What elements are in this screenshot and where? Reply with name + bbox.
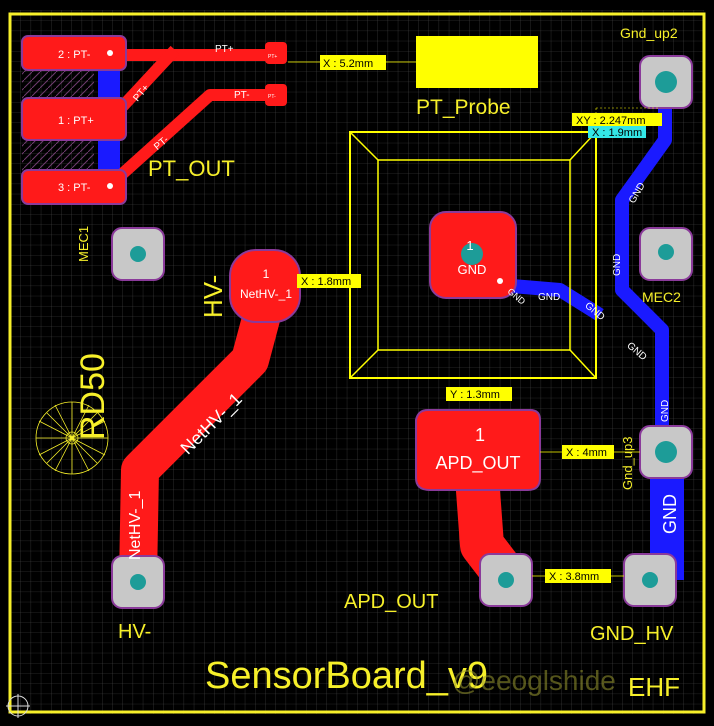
- dim-x-4: X : 4mm: [566, 447, 607, 459]
- trace-label-gnd-g: GND: [660, 400, 671, 422]
- dim-x-1-8: X : 1.8mm: [301, 276, 351, 288]
- trace-label-pt-minus-top: PT-: [234, 90, 250, 101]
- pad-pt3-hole: [107, 183, 113, 189]
- board-outline: [8, 12, 706, 714]
- pad-apd-net: APD_OUT: [435, 453, 520, 474]
- label-hv-minus-vertical: HV-: [198, 275, 228, 318]
- pt-plus-small-pad[interactable]: [265, 42, 287, 64]
- dim-x-1-8-bg: [297, 274, 361, 288]
- dim-x-1-9-bg: [588, 126, 646, 138]
- pad-pt2-label: 2 : PT-: [58, 49, 91, 61]
- pt-probe-footprint[interactable]: [416, 36, 538, 88]
- label-gnd-up2: Gnd_up2: [620, 25, 678, 41]
- pt-connector: 2 : PT- 1 : PT+ 3 : PT-: [21, 35, 127, 205]
- dim-xy-bg: [572, 113, 662, 126]
- trace-label-gnd-c: GND: [538, 292, 560, 303]
- trace-label-gnd-b: GND: [612, 254, 623, 276]
- trace-label-tiny-pt-plus: PT+: [268, 54, 277, 60]
- pad-nethv-net: NetHV-_1: [240, 287, 292, 301]
- dim-x-1-9: X : 1.9mm: [592, 127, 642, 139]
- dim-y-1-3-bg: [446, 387, 512, 401]
- pad-gnd-up3-hole: [655, 441, 677, 463]
- apd-body-outline: [349, 131, 597, 379]
- pad-pt1[interactable]: [21, 97, 127, 141]
- label-gnd-hv: GND_HV: [590, 623, 674, 645]
- dim-x-5-2-bg: [320, 55, 386, 70]
- pad-nethv-num: 1: [263, 267, 270, 281]
- pad-gnd-up2-hole: [655, 71, 677, 93]
- board-title: SensorBoard_v9: [205, 655, 488, 697]
- dim-x-3-8-bg: [545, 569, 611, 583]
- pad-nethv[interactable]: [229, 249, 301, 323]
- pad-pt3-label: 3 : PT-: [58, 182, 91, 194]
- silkscreen: PT_Probe PT_OUT Gnd_up2 MEC1 MEC2 HV- RD…: [74, 25, 681, 702]
- pad-apd-out[interactable]: [415, 409, 541, 491]
- pad-apd-num: 1: [475, 425, 485, 445]
- pad-mec2-hole: [658, 244, 674, 260]
- trace-label-gnd-big: GND: [660, 494, 680, 534]
- pad-gnd-center-dot: [497, 278, 503, 284]
- dimensions: X : 5.2mm XY : 2.247mm X : 1.9mm X : 1.8…: [288, 55, 662, 583]
- pt-minus-trace[interactable]: [105, 89, 275, 190]
- pad-gnd-hv-hole: [642, 572, 658, 588]
- trace-label-nethv-vertical: NetHV-_1: [127, 491, 144, 560]
- dim-xy-2-247: XY : 2.247mm: [576, 115, 646, 127]
- origin-marker: [6, 694, 30, 718]
- pad-gnd-center-num: 1: [466, 238, 473, 253]
- corner-text: EHF: [628, 672, 680, 702]
- dim-x-4-bg: [562, 445, 614, 459]
- dim-x-5-2: X : 5.2mm: [323, 58, 373, 70]
- pad-gnd-center-net: GND: [458, 262, 487, 277]
- label-pt-out: PT_OUT: [148, 156, 235, 181]
- label-rd50: RD50: [74, 353, 112, 440]
- pad-hv-minus-hole: [130, 574, 146, 590]
- label-pt-probe: PT_Probe: [416, 96, 511, 119]
- pad-pt1-label: 1 : PT+: [58, 115, 94, 127]
- label-apd-out-bottom: APD_OUT: [344, 591, 438, 613]
- dim-y-1-3: Y : 1.3mm: [450, 389, 500, 401]
- pad-apd-out-small-hole: [498, 572, 514, 588]
- rd50-logo: [35, 401, 109, 475]
- label-mec2: MEC2: [642, 289, 681, 305]
- dim-x-3-8: X : 3.8mm: [549, 571, 599, 583]
- pt-minus-small-pad[interactable]: [265, 84, 287, 106]
- pad-pt3[interactable]: [21, 169, 127, 205]
- watermark: @eeoglshide: [452, 665, 616, 696]
- pad-mec1-hole: [130, 246, 146, 262]
- pad-pt2-hole: [107, 50, 113, 56]
- label-gnd-up3: Gnd_up3: [620, 437, 635, 491]
- label-hv-minus-bottom: HV-: [118, 621, 151, 643]
- pad-gnd-center-via: [461, 243, 483, 265]
- gnd-bottom-trace[interactable]: [615, 80, 672, 450]
- trace-label-pt-plus-top: PT+: [215, 44, 234, 55]
- label-mec1: MEC1: [76, 226, 91, 262]
- pad-pt2[interactable]: [21, 35, 127, 71]
- trace-label-tiny-pt-minus: PT-: [268, 94, 276, 100]
- gnd-branch-trace[interactable]: [499, 278, 604, 321]
